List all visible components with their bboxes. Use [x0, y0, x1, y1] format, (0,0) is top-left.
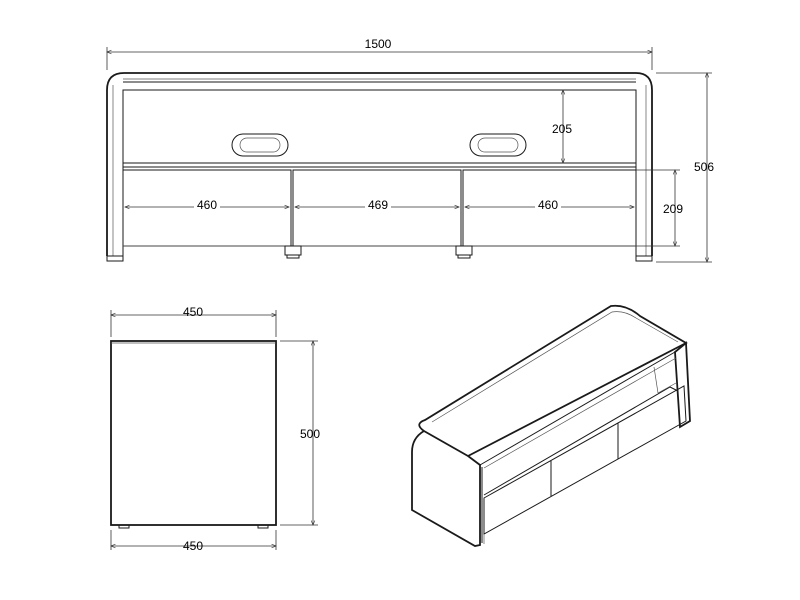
dim-drawer-width-left: 460 [125, 198, 289, 212]
dim-overall-width-label: 1500 [365, 37, 392, 51]
dim-drawer-width-right: 460 [465, 198, 634, 212]
front-body-outline [106, 72, 653, 256]
dim-drawer-height-label: 209 [663, 202, 683, 216]
dim-drawer-width-right-label: 460 [538, 198, 558, 212]
front-view: 1500 506 205 209 460 [106, 37, 714, 263]
isometric-view [411, 304, 691, 547]
front-cable-hole-left [231, 133, 289, 157]
side-foot-left [118, 524, 130, 529]
side-body [110, 340, 277, 526]
dim-overall-height: 506 [656, 72, 714, 263]
dim-drawer-height: 209 [636, 169, 683, 247]
dim-side-top-width-label: 450 [183, 305, 203, 319]
iso-front-top-edge [479, 351, 676, 466]
dim-drawer-width-middle-label: 469 [368, 198, 388, 212]
front-foot-3 [455, 245, 473, 256]
dim-side-depth-label: 500 [300, 427, 320, 441]
iso-right-panel [674, 341, 691, 429]
front-foot-2 [284, 245, 302, 256]
dim-shelf-height: 205 [552, 90, 572, 163]
iso-drawer-fronts [483, 385, 687, 535]
front-cable-hole-right [469, 133, 527, 157]
iso-shelf [483, 386, 679, 496]
dim-drawer-width-left-label: 460 [197, 198, 217, 212]
front-foot-1 [106, 255, 124, 262]
dim-side-bottom-width-label: 450 [183, 539, 203, 553]
side-view: 450 450 500 [110, 305, 320, 553]
front-inner-frame [122, 89, 637, 256]
dim-side-depth: 500 [280, 340, 320, 526]
dim-overall-width: 1500 [106, 37, 653, 70]
iso-top-surface [418, 304, 688, 458]
side-foot-right [257, 524, 269, 529]
dim-side-top-width: 450 [110, 305, 277, 337]
dim-shelf-height-label: 205 [552, 122, 572, 136]
iso-left-panel [411, 430, 481, 547]
dim-overall-height-label: 506 [694, 160, 714, 174]
front-foot-4 [635, 255, 653, 262]
dim-side-bottom-width: 450 [110, 530, 277, 553]
dim-drawer-width-middle: 469 [295, 198, 459, 212]
